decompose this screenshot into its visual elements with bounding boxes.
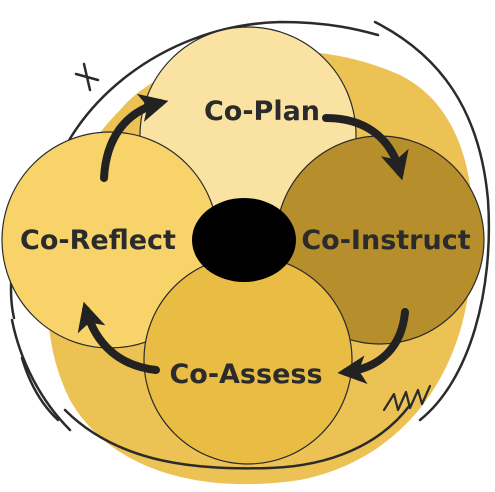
label-co-reflect: Co-Reflect xyxy=(20,225,176,256)
outer-arc-right xyxy=(373,20,491,422)
arrow-reflect-to-plan xyxy=(100,93,169,182)
label-co-plan: Co-Plan xyxy=(204,96,320,127)
arrow-instruct-to-assess xyxy=(337,308,409,385)
outer-arc-bottom xyxy=(63,403,412,470)
cross-mark xyxy=(74,62,100,92)
arrow-assess-to-reflect xyxy=(77,301,160,374)
zigzag-mark xyxy=(382,384,432,412)
label-co-instruct: Co-Instruct xyxy=(301,225,470,256)
outer-arc-left xyxy=(10,318,72,432)
label-co-assess: Co-Assess xyxy=(169,359,322,390)
center-hub xyxy=(192,198,296,282)
arrow-plan-to-instruct xyxy=(322,114,409,181)
outer-arc-left-2 xyxy=(20,356,60,422)
